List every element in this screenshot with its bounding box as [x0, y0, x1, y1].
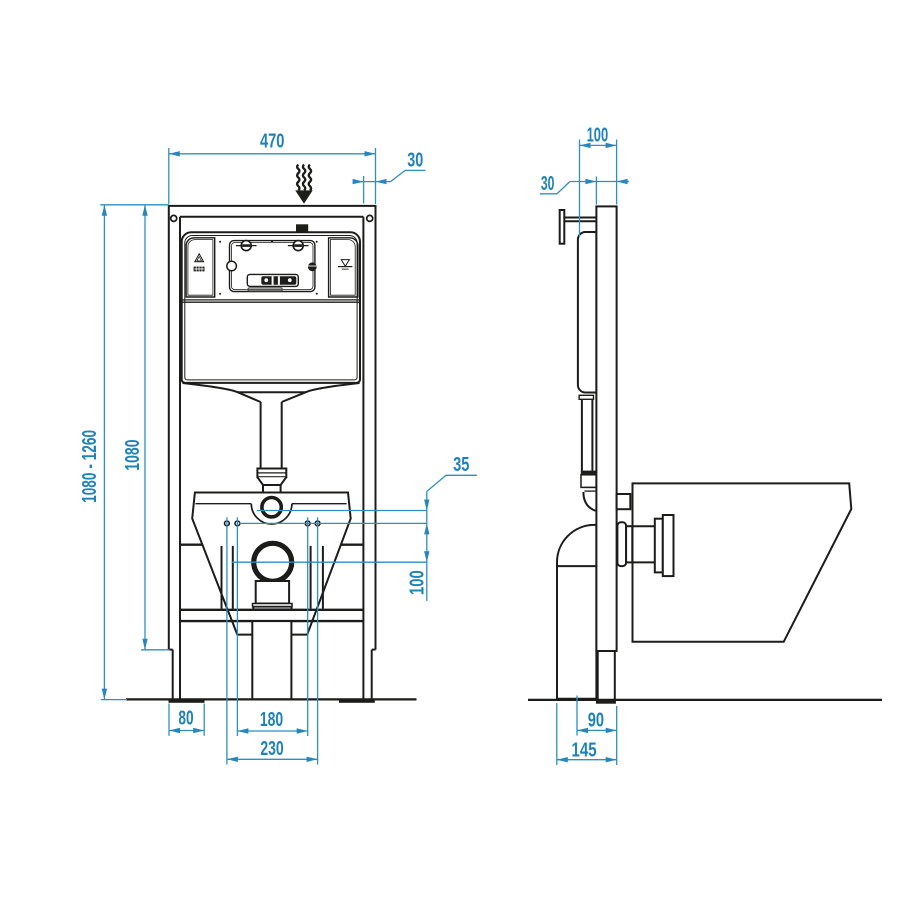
- svg-text:30: 30: [541, 172, 555, 195]
- svg-text:470: 470: [260, 130, 285, 153]
- svg-text:80: 80: [178, 707, 193, 730]
- svg-text:180: 180: [260, 708, 283, 731]
- svg-text:100: 100: [587, 124, 609, 147]
- svg-text:100: 100: [405, 570, 428, 595]
- svg-text:145: 145: [572, 738, 597, 761]
- svg-text:90: 90: [588, 708, 604, 731]
- svg-text:1080: 1080: [121, 440, 144, 471]
- svg-text:35: 35: [453, 453, 469, 476]
- svg-text:30: 30: [407, 149, 423, 172]
- svg-text:230: 230: [260, 737, 283, 760]
- svg-text:1080 - 1260: 1080 - 1260: [78, 430, 101, 503]
